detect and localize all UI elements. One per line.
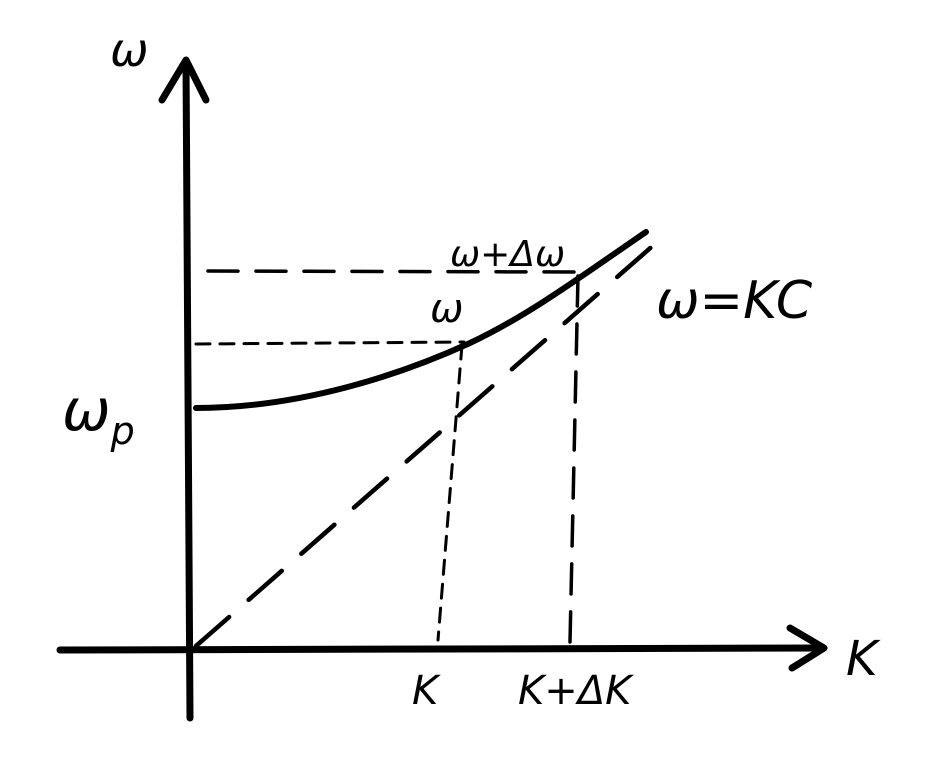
k-guide — [436, 343, 464, 642]
omega-label: ω — [430, 286, 464, 332]
k-tick-label: K — [412, 668, 441, 714]
x-axis — [56, 644, 826, 654]
light-line — [193, 233, 667, 649]
x-axis-label: K — [846, 631, 881, 687]
k-plus-tick-label: K+ΔK — [518, 668, 634, 714]
x-axis-arrowhead — [786, 624, 828, 672]
omega-plus-guide — [206, 269, 576, 274]
omega-p-label: ωp — [62, 376, 135, 453]
omega-plus-label: ω+Δω — [450, 234, 565, 275]
omega-p-sub: p — [110, 409, 135, 453]
omega-p-main: ω — [62, 376, 111, 444]
omega-guide — [194, 340, 466, 346]
y-axis-label: ω — [110, 23, 149, 77]
y-axis — [182, 58, 194, 722]
y-axis-arrowhead — [158, 56, 210, 104]
light-line-label: ω=KC — [656, 271, 813, 331]
dispersion-curve — [193, 229, 649, 411]
k-plus-guide — [568, 274, 580, 644]
